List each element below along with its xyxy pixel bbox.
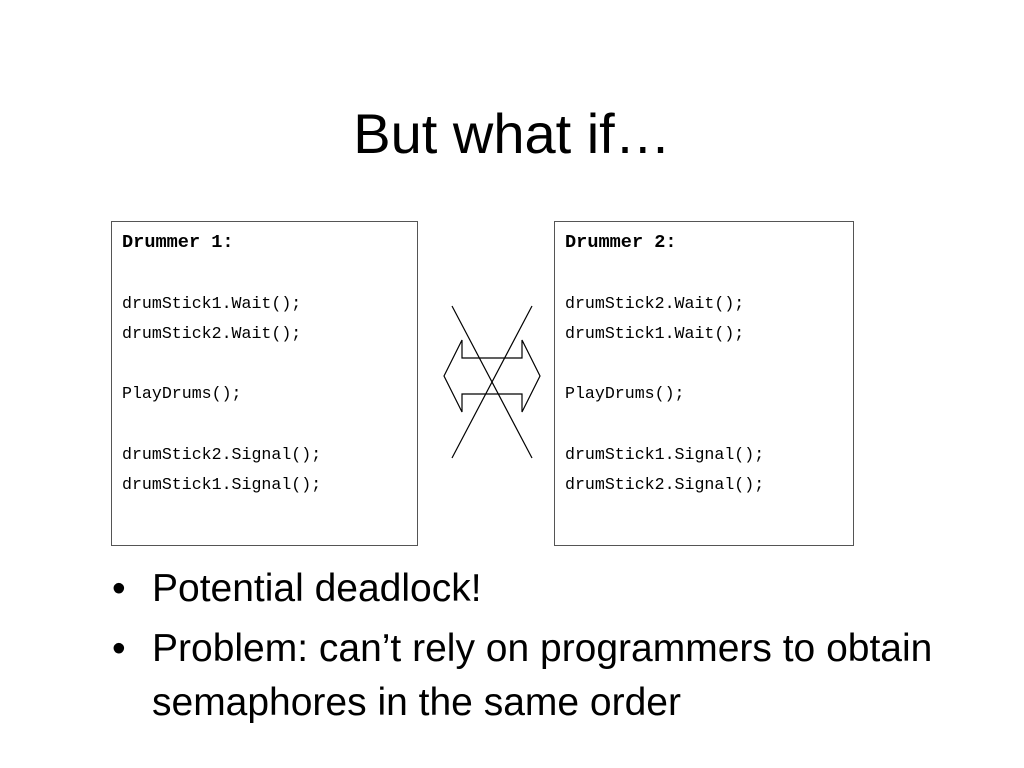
code-line: drumStick1.Signal(); [565,445,765,465]
double-arrow-icon [443,339,541,413]
code-line: PlayDrums(); [565,384,685,404]
code-spacer [565,258,843,288]
code-spacer [565,349,843,379]
bullet-item: • Problem: can’t rely on programmers to … [112,622,992,730]
code-spacer [122,349,407,379]
code-spacer [122,410,407,440]
code-spacer [565,410,843,440]
code-spacer [122,258,407,288]
code-line: drumStick2.Wait(); [122,323,302,343]
bullet-item: • Potential deadlock! [112,562,992,616]
drummer-1-code-box: Drummer 1: drumStick1.Wait(); drumStick2… [111,221,418,546]
bullet-dot: • [112,567,126,610]
code-line: drumStick2.Signal(); [565,475,765,495]
code-line: PlayDrums(); [122,384,242,404]
bullet-list: • Potential deadlock! • Problem: can’t r… [112,562,992,736]
bullet-text: Potential deadlock! [152,567,482,610]
drummer-2-header: Drummer 2: [565,232,677,253]
code-line: drumStick2.Wait(); [565,293,745,313]
code-line: drumStick1.Wait(); [565,323,745,343]
bullet-text: Problem: can’t rely on programmers to ob… [152,627,933,724]
crossed-out-double-arrow-icon [443,305,541,459]
code-line: drumStick1.Wait(); [122,293,302,313]
cross-line-icon [451,305,533,459]
drummer-1-header: Drummer 1: [122,232,234,253]
code-line: drumStick2.Signal(); [122,445,322,465]
slide-title: But what if… [353,102,671,165]
code-line: drumStick1.Signal(); [122,475,322,495]
drummer-2-code-box: Drummer 2: drumStick2.Wait(); drumStick1… [554,221,854,546]
bullet-dot: • [112,627,126,670]
